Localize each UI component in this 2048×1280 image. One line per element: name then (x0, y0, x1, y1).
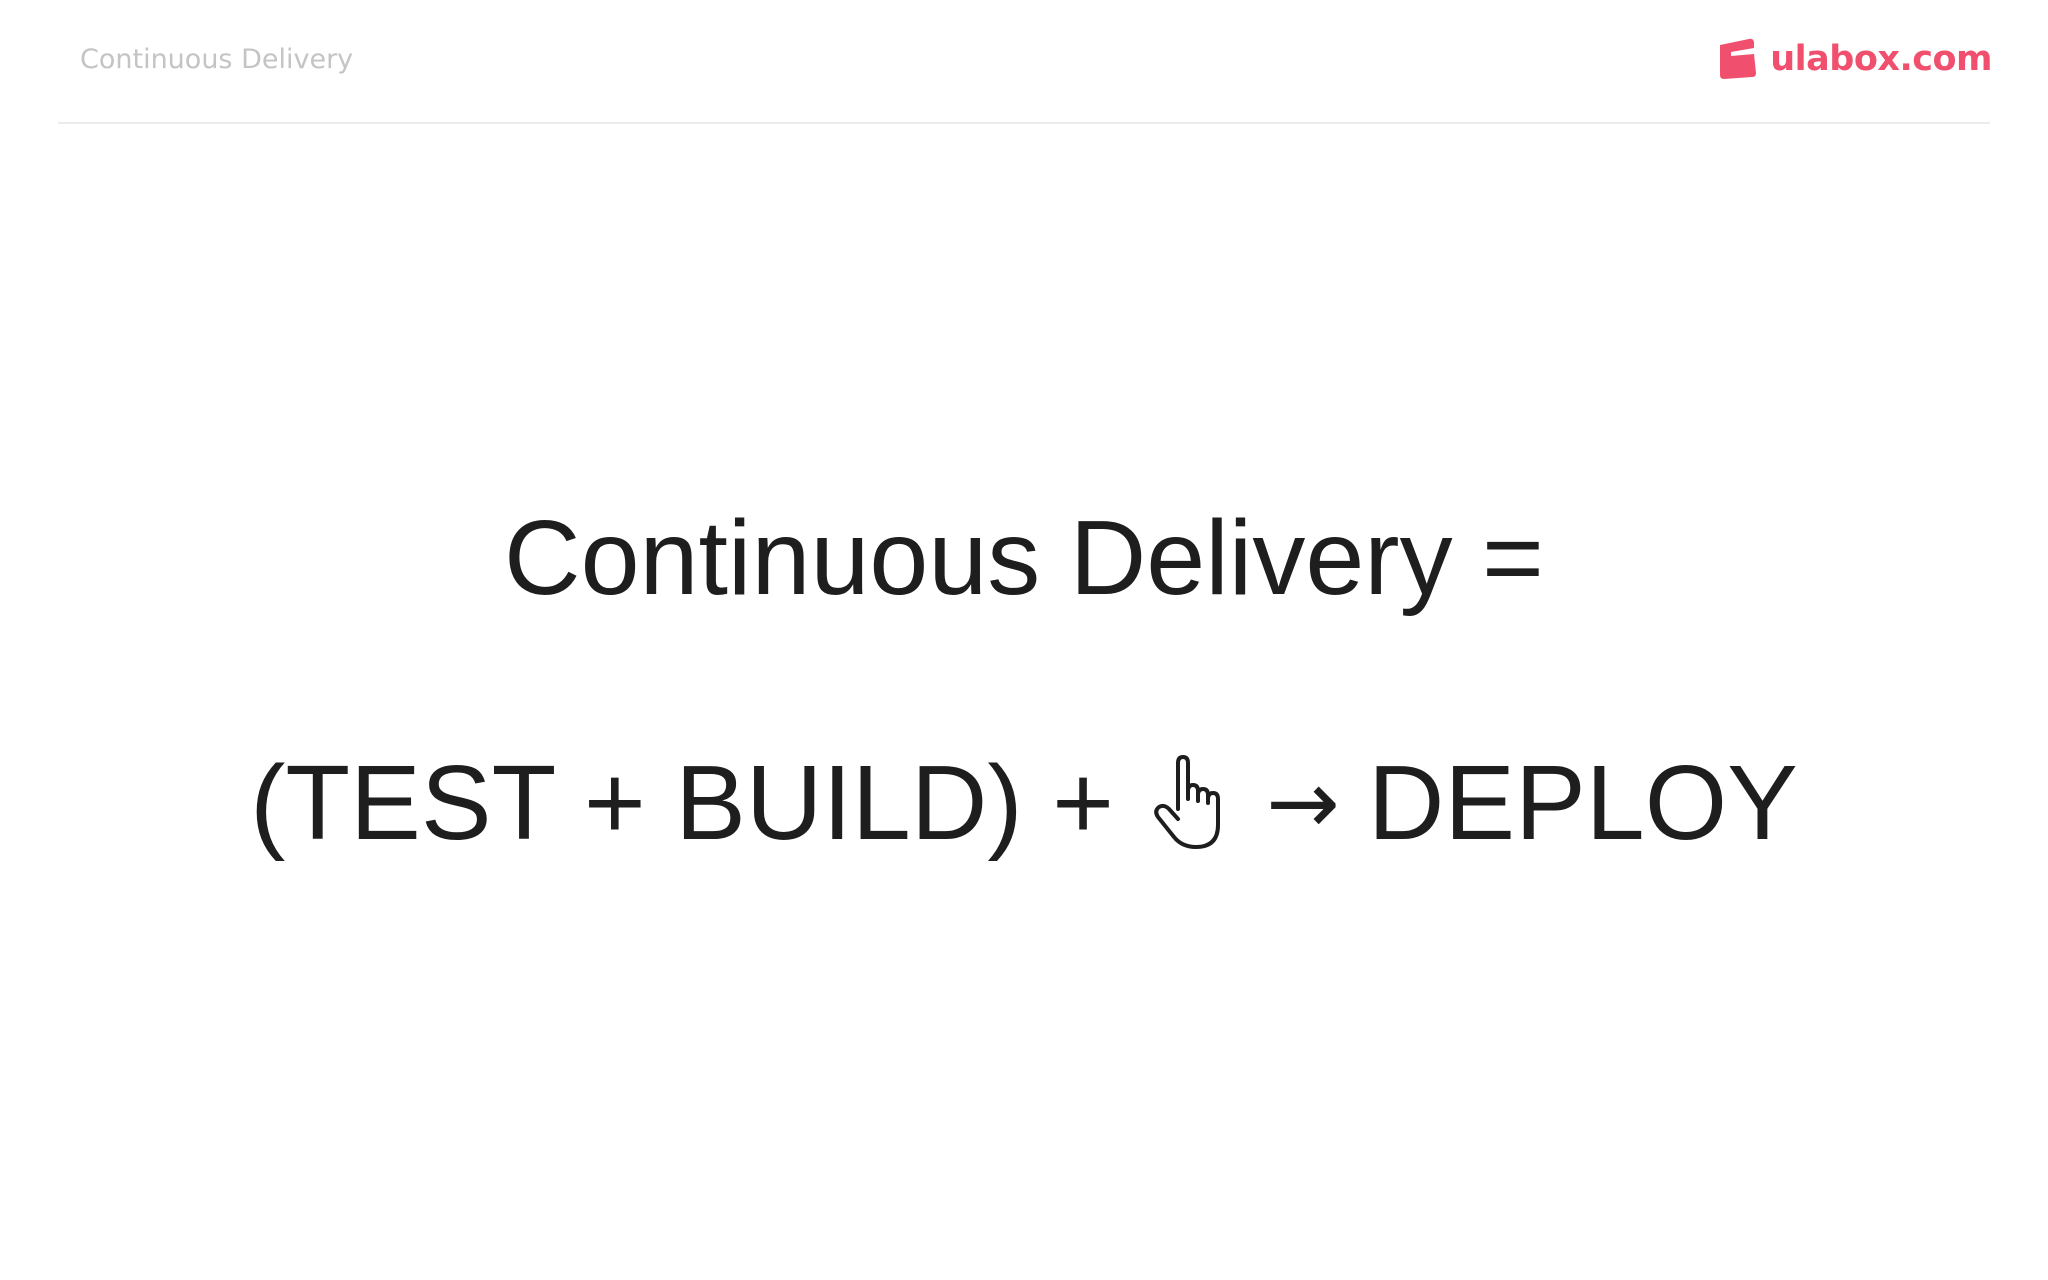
slide-formula: (TEST + BUILD) + → DEPLOY (0, 750, 2048, 856)
formula-suffix: DEPLOY (1367, 744, 1798, 862)
formula-prefix: (TEST + BUILD) + (250, 744, 1115, 862)
slide-heading: Continuous Delivery = (504, 499, 1544, 617)
header-title: Continuous Delivery (80, 44, 354, 75)
brand-logo: ulabox.com (1714, 36, 1992, 82)
formula-arrow: → (1266, 751, 1340, 854)
header-divider (58, 122, 1990, 124)
ulabox-logo-icon (1720, 38, 1757, 79)
logo-text: ulabox.com (1770, 39, 1992, 79)
pointing-hand-icon (1154, 755, 1221, 849)
